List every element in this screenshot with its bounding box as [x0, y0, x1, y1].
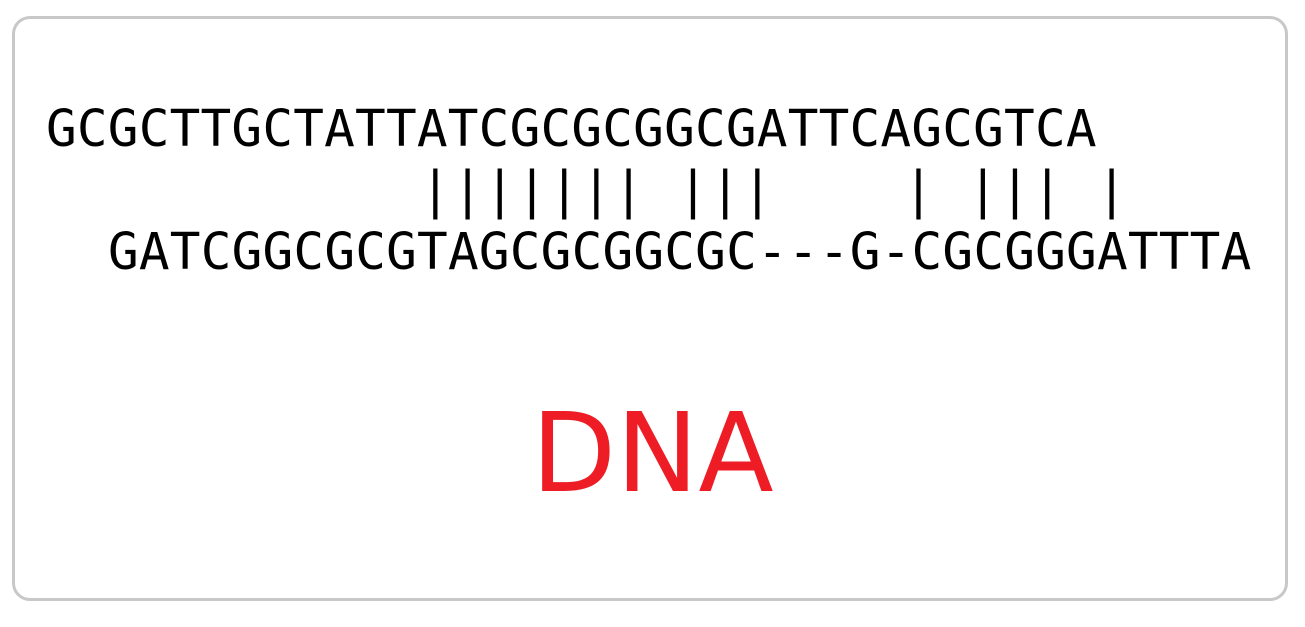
sequence-bottom: GATCGGCGCGTAGCGCGGCGC---G-CGCGGGATTTA: [108, 223, 1252, 282]
alignment-card: [12, 16, 1288, 601]
dna-label: DNA: [531, 389, 774, 517]
sequence-top: GCGCTTGCTATTATCGCGCGGCGATTCAGCGTCA: [46, 100, 1097, 159]
match-markers: ||||||| ||| | ||| |: [420, 161, 1129, 220]
